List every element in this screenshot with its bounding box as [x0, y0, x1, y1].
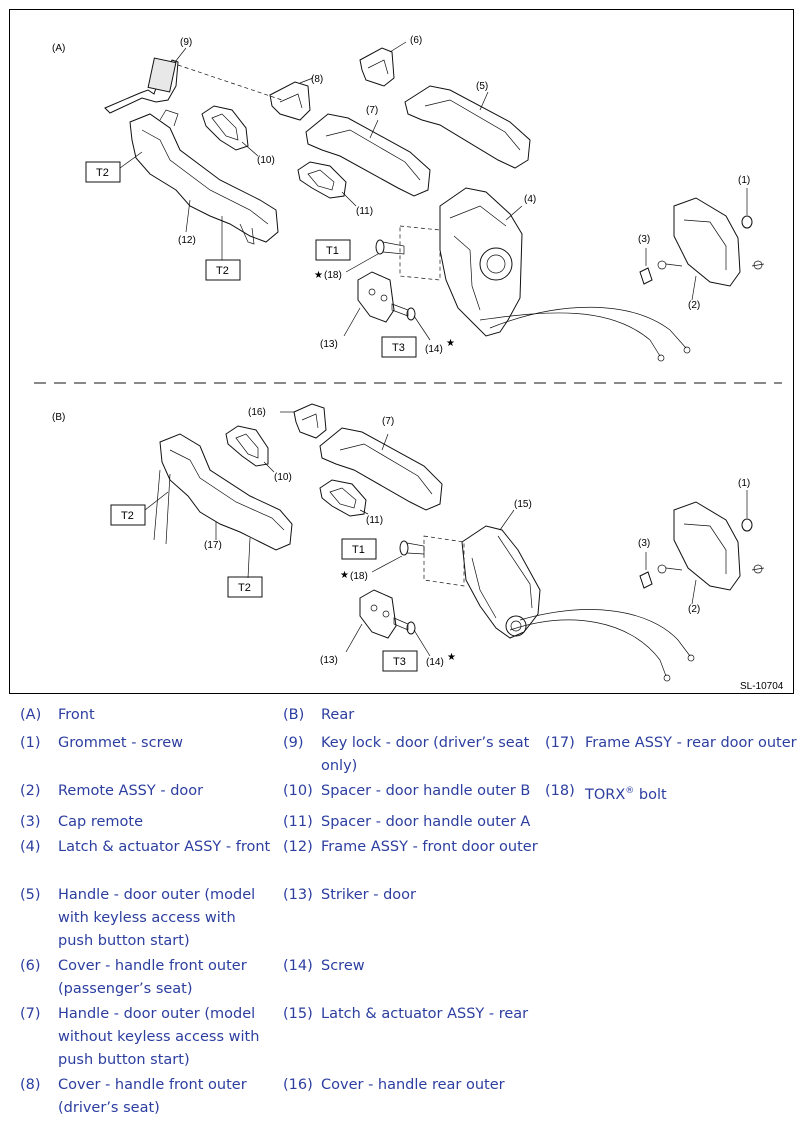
diagram-svg: (A) (9) (8) (6) (5) (10) (7): [34, 35, 784, 692]
exploded-diagram: (A) (9) (8) (6) (5) (10) (7): [9, 9, 794, 694]
callout-2b: (2): [688, 604, 700, 615]
t2-box-a1: [85, 161, 121, 183]
t2-box-a2: [205, 259, 241, 281]
callout-6a: (6): [410, 35, 422, 46]
callout-2a: (2): [688, 300, 700, 311]
callout-11a: (11): [356, 206, 373, 217]
cover-rear-part: [280, 403, 327, 439]
callout-10a: (10): [257, 155, 275, 166]
callout-18b: (18): [350, 571, 368, 582]
t3-box-a: [381, 336, 417, 358]
callout-7b: (7): [382, 416, 394, 427]
grommet-a-part: [741, 188, 753, 229]
callout-8a: (8): [311, 74, 323, 85]
callout-5a: (5): [476, 81, 488, 92]
striker-b-part: [345, 589, 397, 653]
latch-rear-part: [461, 509, 541, 639]
torque-t1-b: T1: [352, 544, 365, 556]
remote-assy-a-part: [657, 197, 765, 301]
t2-box-b1: [110, 504, 146, 526]
t1-box-b: [341, 538, 377, 560]
section-a-label: (A): [52, 43, 65, 54]
cap-remote-a-part: [639, 248, 653, 285]
callout-1b: (1): [738, 478, 750, 489]
key-lock-part: [104, 47, 283, 114]
t1-box-a: [315, 239, 351, 261]
torque-t2-b1: T2: [121, 510, 134, 522]
callout-4a: (4): [524, 194, 536, 205]
cap-remote-b-part: [639, 552, 653, 589]
latch-front-part: [439, 187, 523, 337]
callout-13b: (13): [320, 655, 338, 666]
callout-3a: (3): [638, 234, 650, 245]
torx-bolt-b-part: [399, 540, 425, 556]
callout-17b: (17): [204, 540, 222, 551]
handle-keyless-part: [404, 85, 531, 169]
section-b-label: (B): [52, 412, 65, 423]
star-14a: ★: [446, 338, 455, 349]
torque-t3-b: T3: [393, 656, 406, 668]
remote-assy-b-part: [657, 501, 765, 605]
spacer-a-part: [297, 161, 357, 207]
spacer-b2-part: [225, 425, 275, 473]
callout-14a: (14): [425, 344, 443, 355]
torque-t3-a: T3: [392, 342, 405, 354]
callout-15b: (15): [514, 499, 532, 510]
callout-9a: (9): [180, 37, 192, 48]
torx-bolt-a-part: [375, 239, 405, 255]
cover-passenger-part: [359, 41, 407, 87]
star-14b: ★: [447, 652, 456, 663]
callout-13a: (13): [320, 339, 338, 350]
cover-driver-part: [269, 77, 314, 121]
handle-standard-part: [305, 113, 431, 197]
screw-b-part: [393, 617, 431, 657]
torque-t2-a2: T2: [216, 265, 229, 277]
star-18a: ★: [314, 270, 323, 281]
parts-legend: (A) Front (1) Grommet - screw (2) Remote…: [20, 707, 797, 1116]
frame-rear-part: [153, 433, 293, 579]
handle-b-part: [319, 427, 443, 511]
spacer-b-part: [201, 105, 259, 157]
callout-12a: (12): [178, 235, 196, 246]
callout-7a: (7): [366, 105, 378, 116]
callout-16b: (16): [248, 407, 266, 418]
grommet-b-part: [741, 490, 753, 532]
frame-front-part: [129, 109, 279, 260]
torque-t2-a1: T2: [96, 167, 109, 179]
callout-11b: (11): [366, 515, 383, 526]
star-18b: ★: [340, 570, 349, 581]
spacer-a2-part: [319, 479, 369, 517]
callout-10b: (10): [274, 472, 292, 483]
t2-box-b2: [227, 576, 263, 598]
callout-14b: (14): [426, 657, 444, 668]
screw-a-part: [391, 303, 431, 341]
callout-1a: (1): [738, 175, 750, 186]
torque-t2-b2: T2: [238, 582, 251, 594]
torque-t1-a: T1: [326, 245, 339, 257]
striker-a-part: [343, 271, 395, 337]
callout-3b: (3): [638, 538, 650, 549]
figure-reference: SL-10704: [740, 681, 784, 692]
t3-box-b: [382, 650, 418, 672]
callout-18a: (18): [324, 270, 342, 281]
